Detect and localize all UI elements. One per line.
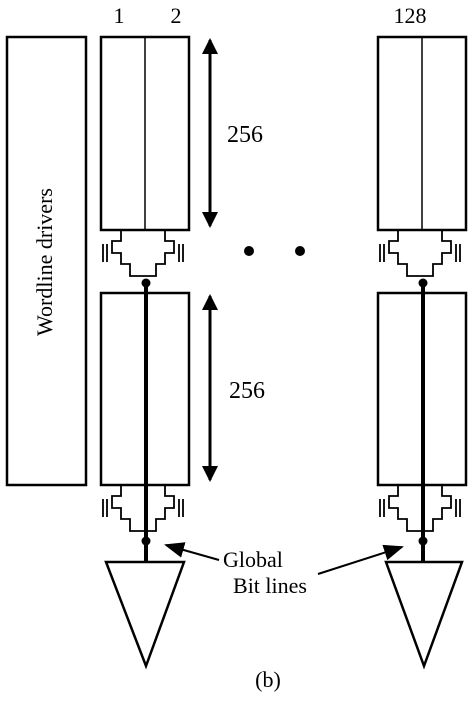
ellipsis-dot-1 bbox=[244, 246, 254, 256]
right-sense-amplifier bbox=[384, 560, 464, 670]
column-label-128: 128 bbox=[394, 3, 427, 28]
left-bottom-transistor-pair bbox=[102, 485, 184, 532]
annotation-arrow-right bbox=[317, 544, 404, 575]
right-bottom-transistor-pair bbox=[379, 485, 461, 532]
wordline-drivers-label: Wordline drivers bbox=[32, 188, 57, 336]
bottom-dimension-arrowhead-up bbox=[202, 294, 218, 310]
annotation-line-2: Bit lines bbox=[233, 573, 307, 598]
column-label-1: 1 bbox=[114, 3, 125, 28]
column-label-2: 2 bbox=[171, 3, 182, 28]
annotation-arrow-left bbox=[164, 542, 220, 561]
ellipsis-dot-2 bbox=[295, 246, 305, 256]
left-top-subarray bbox=[99, 35, 191, 232]
left-lower-junction-dot bbox=[141, 536, 151, 546]
bottom-dimension-label: 256 bbox=[229, 378, 265, 404]
top-dimension-arrowhead-up bbox=[202, 38, 218, 54]
top-dimension-label: 256 bbox=[227, 122, 263, 148]
right-top-transistor-pair bbox=[379, 230, 461, 277]
figure-caption: (b) bbox=[255, 667, 281, 692]
right-top-subarray bbox=[376, 35, 468, 232]
left-upper-junction-dot bbox=[141, 278, 151, 288]
bottom-dimension-arrowhead-down bbox=[202, 466, 218, 482]
left-top-transistor-pair bbox=[102, 230, 184, 277]
wordline-drivers-block: Wordline drivers bbox=[5, 35, 88, 487]
left-sense-amplifier bbox=[104, 560, 186, 670]
annotation-line-1: Global bbox=[223, 547, 283, 572]
top-dimension-arrowhead-down bbox=[202, 212, 218, 228]
right-lower-junction-dot bbox=[418, 536, 428, 546]
right-upper-junction-dot bbox=[418, 278, 428, 288]
